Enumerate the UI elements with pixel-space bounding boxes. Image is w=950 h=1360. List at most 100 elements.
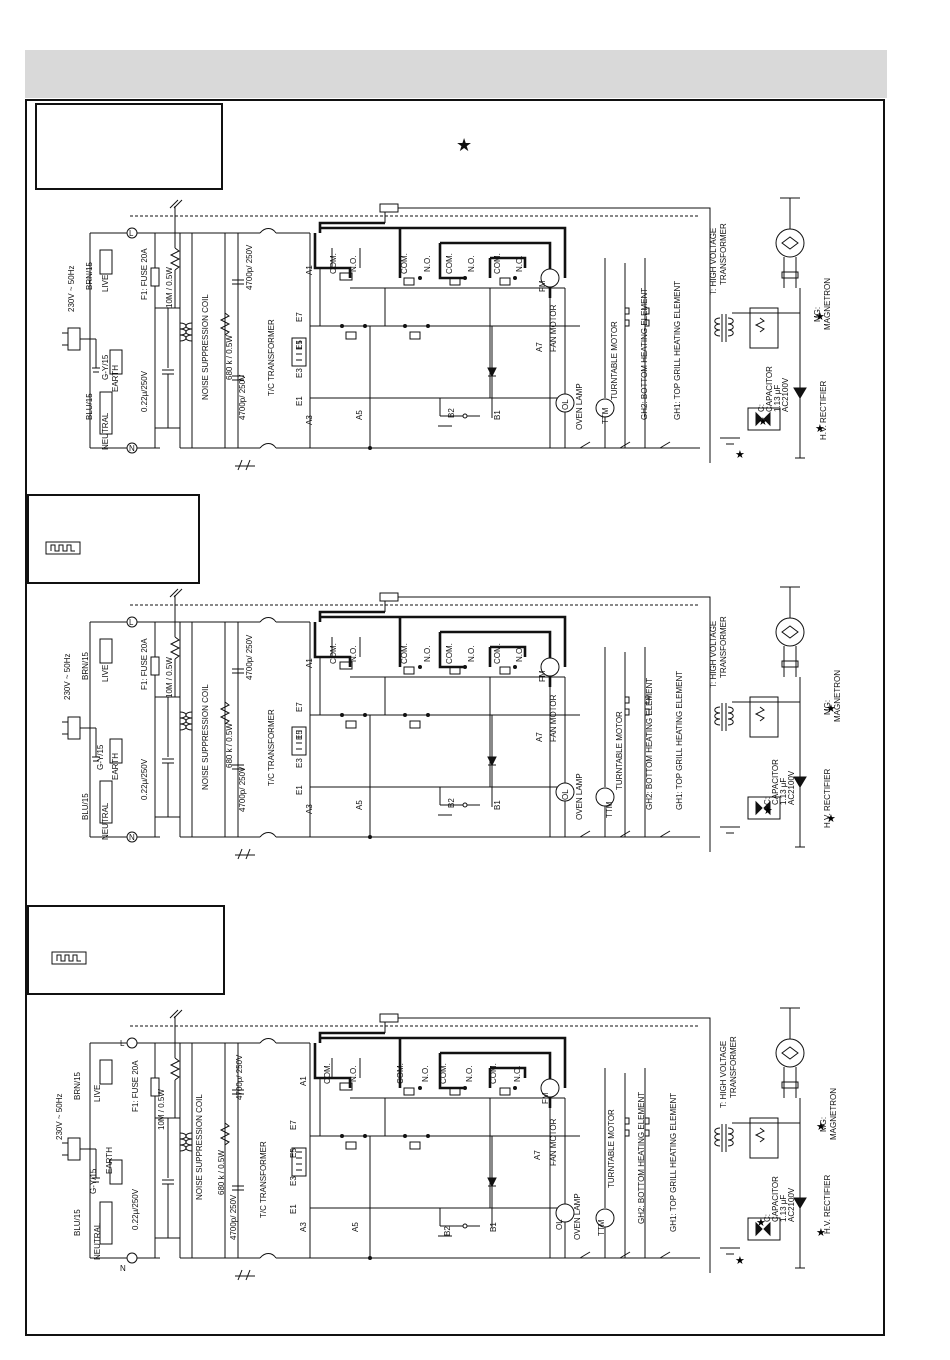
label-fuse: F1: FUSE 20A <box>131 1060 140 1112</box>
label-supply: 230V ~ 50Hz <box>55 1094 64 1140</box>
label-gh2: GH2: BOTTOM HEATING ELEMENT <box>637 1092 646 1224</box>
label-supply: 230V ~ 50Hz <box>67 266 76 312</box>
label-fm: FM <box>538 280 547 292</box>
star-rectifier-3: ★ <box>735 1254 745 1267</box>
label-neutral-letter: N <box>129 444 135 453</box>
label-a7: A7 <box>535 342 544 352</box>
label-cap-c: C: <box>763 1214 772 1222</box>
label-a7: A7 <box>535 732 544 742</box>
label-cap-c4: AC2100V <box>787 770 796 805</box>
label-tc: T/C TRANSFORMER <box>259 1141 268 1218</box>
label-com-2: COM. <box>396 1063 405 1084</box>
label-4700b: 4700p/ 250V <box>238 766 247 812</box>
label-neutral: NEUTRAL <box>93 1222 102 1260</box>
label-ht: T: HIGH VOLTAGE <box>709 621 718 688</box>
label-e7: E7 <box>289 1120 298 1130</box>
label-cap-c2: CAPACITOR <box>771 1176 780 1222</box>
label-oven-lamp: OVEN LAMP <box>573 1193 582 1240</box>
star-capacitor: ★ <box>758 415 768 428</box>
note-box-top <box>35 103 223 190</box>
schematic-block-1 <box>60 196 808 472</box>
label-no-4: N.O. <box>513 1066 522 1082</box>
label-hv: H.V. RECTIFIER <box>819 381 828 440</box>
label-680k: 680 k / 0.5W <box>217 1150 226 1195</box>
label-b2: B2 <box>443 1226 452 1236</box>
label-cap-c3: 1.13 μF <box>779 778 788 805</box>
label-cap-c3: 1.13 μF <box>779 1195 788 1222</box>
label-e1: E1 <box>295 396 304 406</box>
label-ht2: TRANSFORMER <box>729 1036 738 1098</box>
label-no-2: N.O. <box>421 1066 430 1082</box>
label-no-1: N.O. <box>349 646 358 662</box>
label-no-4: N.O. <box>515 256 524 272</box>
star-capacitor-3: ★ <box>756 1216 766 1229</box>
label-neutral-letter: N <box>120 1264 126 1273</box>
label-ol: OL <box>561 789 570 800</box>
label-b1: B1 <box>489 1222 498 1232</box>
label-turntable: TURNTABLE MOTOR <box>607 1109 616 1188</box>
label-4700b: 4700p/ 250V <box>238 374 247 420</box>
label-mg: MG: <box>819 1117 828 1132</box>
label-a1: A1 <box>305 265 314 275</box>
label-ol: OL <box>555 1219 564 1230</box>
star-magnetron-2: ★ <box>826 702 836 715</box>
label-10m: 10M / 0.5W <box>165 267 174 308</box>
label-com-2: COM. <box>400 253 409 274</box>
label-com-2: COM. <box>400 643 409 664</box>
label-no-2: N.O. <box>423 646 432 662</box>
label-live: LIVE <box>93 1085 102 1102</box>
label-cap-c: C: <box>763 797 772 805</box>
label-a5: A5 <box>355 800 364 810</box>
label-a7: A7 <box>533 1150 542 1160</box>
label-mg2: MAGNETRON <box>823 278 832 330</box>
labels-block-1: L N 230V ~ 50Hz BRN/15 BLU/15 G-Y/15 LIV… <box>67 223 832 453</box>
label-gy: G-Y/15 <box>96 744 105 770</box>
label-e3: E3 <box>289 1176 298 1186</box>
label-ttm: TTM <box>605 801 614 818</box>
label-earth: EARTH <box>111 365 120 392</box>
label-680k: 680 k / 0.5W <box>225 335 234 380</box>
star-hv-2: ★ <box>826 812 836 825</box>
label-10m: 10M / 0.5W <box>165 657 174 698</box>
label-4700a: 4700p/ 250V <box>245 634 254 680</box>
note-box-bottom <box>27 905 225 995</box>
label-blu: BLU/15 <box>85 393 94 420</box>
star-hv-1: ★ <box>815 422 825 435</box>
labels-block-3: L N 230V ~ 50Hz BRN/15 BLU/15 G-Y/15 LIV… <box>55 1036 838 1273</box>
label-gy: G-Y/15 <box>89 1168 98 1194</box>
label-brn: BRN/15 <box>81 651 90 680</box>
label-gh2: GH2: BOTTOM HEATING ELEMENT <box>640 288 649 420</box>
bottom-heater-icon <box>51 951 87 965</box>
label-brn: BRN/15 <box>73 1071 82 1100</box>
label-022: 0.22μ/250V <box>140 758 149 800</box>
star-symbol: ★ <box>456 135 473 155</box>
label-b1: B1 <box>493 410 502 420</box>
label-tc: T/C TRANSFORMER <box>267 709 276 786</box>
label-e7: E7 <box>295 312 304 322</box>
label-com-1: COM. <box>329 643 338 664</box>
label-live-letter: L <box>120 1039 125 1048</box>
label-neutral: NEUTRAL <box>101 412 110 450</box>
label-e1: E1 <box>295 785 304 795</box>
label-earth: EARTH <box>111 753 120 780</box>
label-live: LIVE <box>101 275 110 292</box>
label-mg: MG: <box>823 700 832 715</box>
label-no-2: N.O. <box>423 256 432 272</box>
label-fuse: F1: FUSE 20A <box>140 638 149 690</box>
label-supply: 230V ~ 50Hz <box>63 654 72 700</box>
label-a5: A5 <box>351 1222 360 1232</box>
label-a3: A3 <box>299 1222 308 1232</box>
label-com-4: COM. <box>489 1063 498 1084</box>
label-turntable: TURNTABLE MOTOR <box>610 321 619 400</box>
label-fan-motor: FAN MOTOR <box>549 694 558 742</box>
star-hv-3: ★ <box>816 1226 826 1239</box>
label-fan-motor: FAN MOTOR <box>549 304 558 352</box>
label-fm: FM <box>538 670 547 682</box>
label-blu: BLU/15 <box>73 1209 82 1236</box>
star-rectifier-1: ★ <box>735 448 745 461</box>
label-gh1: GH1: TOP GRILL HEATING ELEMENT <box>675 671 684 810</box>
label-live-letter: L <box>129 229 134 238</box>
label-680k: 680 k / 0.5W <box>225 723 234 768</box>
label-b2: B2 <box>447 408 456 418</box>
label-4700b: 4700p/ 250V <box>229 1194 238 1240</box>
